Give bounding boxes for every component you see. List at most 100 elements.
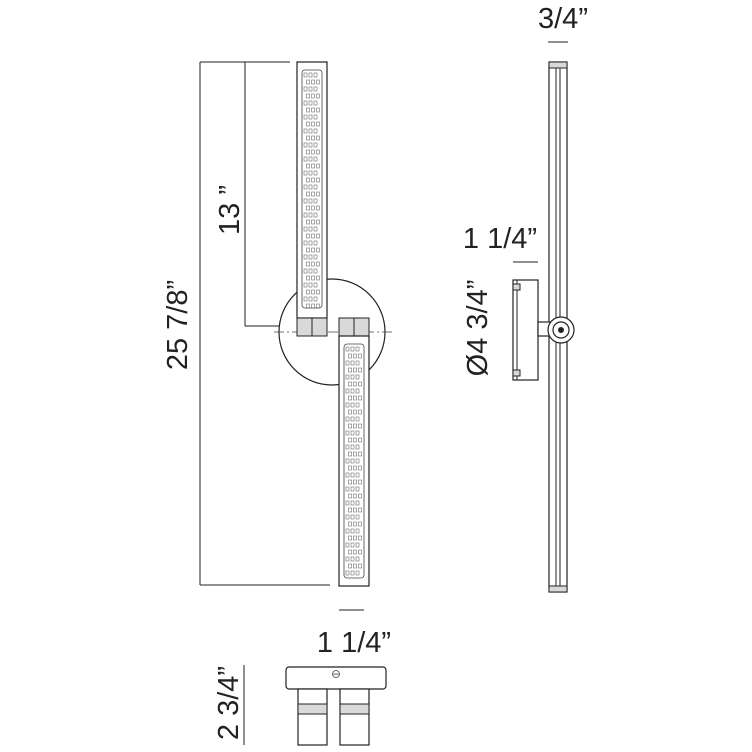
crystal-cell: [353, 423, 357, 429]
crystal-cell: [350, 416, 355, 422]
crystal-cell: [358, 353, 362, 359]
crystal-cell: [358, 409, 362, 415]
crystal-cell: [348, 535, 352, 541]
crystal-cell: [308, 114, 313, 120]
crystal-cell: [348, 353, 352, 359]
crystal-cell: [353, 563, 357, 569]
crystal-cell: [316, 205, 320, 211]
crystal-cell: [306, 275, 310, 281]
crystal-cell: [313, 156, 318, 162]
crystal-cell: [313, 170, 318, 176]
crystal-cell: [306, 247, 310, 253]
crystal-cell: [303, 212, 308, 218]
bottom-view: [243, 665, 387, 746]
crystal-cell: [348, 395, 352, 401]
crystal-cell: [348, 381, 352, 387]
crystal-cell: [306, 135, 310, 141]
crystal-cell: [311, 177, 315, 183]
crystal-cell: [308, 296, 313, 302]
bottom-canopy: [285, 666, 387, 690]
crystal-cell: [358, 493, 362, 499]
upper-crystal-texture: [303, 72, 320, 309]
crystal-cell: [353, 437, 357, 443]
crystal-cell: [358, 507, 362, 513]
crystal-cell: [358, 521, 362, 527]
front-view: [199, 61, 392, 611]
crystal-cell: [350, 444, 355, 450]
crystal-cell: [308, 240, 313, 246]
crystal-cell: [348, 423, 352, 429]
crystal-cell: [353, 353, 357, 359]
crystal-cell: [358, 367, 362, 373]
crystal-cell: [306, 149, 310, 155]
crystal-cell: [348, 563, 352, 569]
bottom-bar-right: [339, 688, 370, 746]
crystal-cell: [316, 219, 320, 225]
crystal-cell: [308, 282, 313, 288]
crystal-cell: [358, 381, 362, 387]
crystal-cell: [306, 191, 310, 197]
crystal-cell: [358, 549, 362, 555]
crystal-cell: [316, 121, 320, 127]
crystal-cell: [350, 486, 355, 492]
crystal-cell: [355, 458, 360, 464]
crystal-cell: [355, 388, 360, 394]
crystal-cell: [308, 268, 313, 274]
crystal-cell: [345, 500, 350, 506]
crystal-cell: [308, 170, 313, 176]
crystal-cell: [355, 486, 360, 492]
crystal-cell: [308, 184, 313, 190]
crystal-cell: [355, 444, 360, 450]
crystal-cell: [303, 268, 308, 274]
crystal-cell: [303, 114, 308, 120]
crystal-cell: [355, 416, 360, 422]
crystal-cell: [353, 493, 357, 499]
crystal-cell: [353, 409, 357, 415]
crystal-cell: [353, 479, 357, 485]
crystal-cell: [345, 556, 350, 562]
plate-width-label: 1 1/4”: [463, 223, 537, 255]
crystal-cell: [348, 479, 352, 485]
crystal-cell: [311, 121, 315, 127]
crystal-cell: [308, 86, 313, 92]
crystal-cell: [311, 163, 315, 169]
crystal-cell: [311, 303, 315, 309]
crystal-cell: [345, 374, 350, 380]
crystal-cell: [316, 233, 320, 239]
crystal-cell: [358, 395, 362, 401]
crystal-cell: [306, 205, 310, 211]
crystal-cell: [353, 367, 357, 373]
crystal-cell: [353, 549, 357, 555]
crystal-cell: [348, 493, 352, 499]
crystal-cell: [353, 395, 357, 401]
crystal-cell: [355, 542, 360, 548]
crystal-cell: [306, 93, 310, 99]
crystal-cell: [358, 451, 362, 457]
crystal-cell: [306, 121, 310, 127]
crystal-cell: [306, 261, 310, 267]
crystal-cell: [308, 254, 313, 260]
bar-height-label: 13 ”: [214, 185, 246, 235]
crystal-cell: [306, 107, 310, 113]
crystal-cell: [313, 184, 318, 190]
crystal-cell: [311, 233, 315, 239]
crystal-cell: [316, 107, 320, 113]
crystal-cell: [358, 423, 362, 429]
bottom-bar-left-band: [297, 703, 328, 715]
side-plate-notch-bottom: [512, 369, 521, 377]
crystal-cell: [311, 261, 315, 267]
crystal-cell: [316, 191, 320, 197]
crystal-cell: [308, 142, 313, 148]
bottom-bar-right-band: [339, 703, 370, 715]
crystal-cell: [313, 212, 318, 218]
crystal-cell: [350, 528, 355, 534]
crystal-cell: [345, 416, 350, 422]
crystal-cell: [345, 458, 350, 464]
crystal-cell: [311, 79, 315, 85]
crystal-cell: [303, 282, 308, 288]
crystal-cell: [355, 346, 360, 352]
crystal-cell: [303, 296, 308, 302]
crystal-cell: [303, 72, 308, 78]
crystal-cell: [345, 388, 350, 394]
crystal-cell: [311, 93, 315, 99]
